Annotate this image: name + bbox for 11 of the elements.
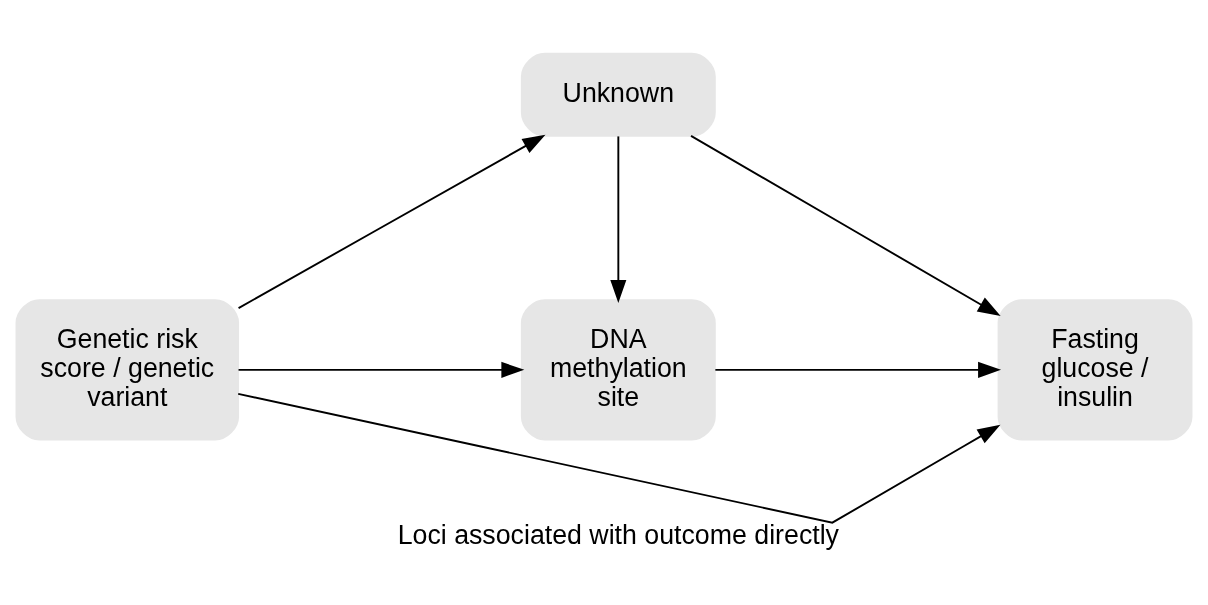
arrow bbox=[610, 135, 627, 303]
node-box: Fasting glucose / insulin bbox=[997, 299, 1193, 441]
node-box: Unknown bbox=[520, 52, 716, 137]
node-box: DNA methylation site bbox=[520, 299, 716, 441]
edge-label: Loci associated with outcome directly bbox=[397, 520, 839, 551]
node-box: Genetic risk score / genetic variant bbox=[15, 299, 240, 441]
arrow bbox=[690, 134, 1001, 317]
arrow bbox=[714, 361, 1002, 378]
arrow bbox=[237, 134, 546, 310]
arrow bbox=[237, 361, 525, 378]
arrow bbox=[237, 392, 1001, 524]
